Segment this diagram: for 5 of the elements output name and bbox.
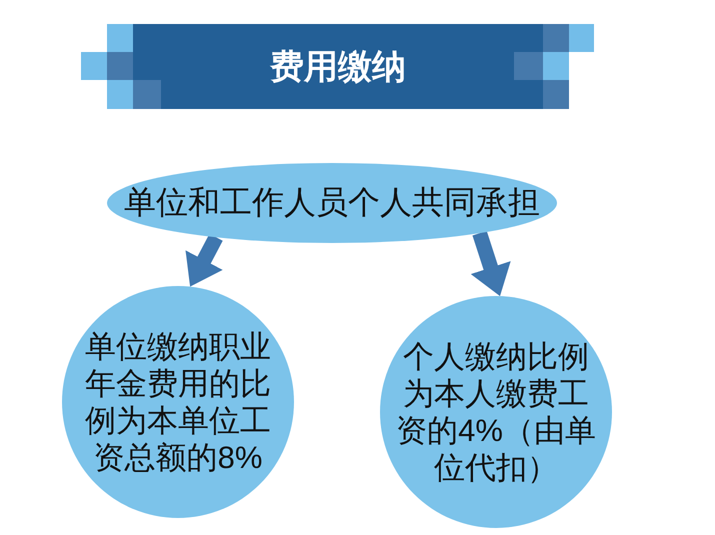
ellipse-node: 单位和工作人员个人共同承担	[107, 163, 557, 243]
arrow	[470, 230, 511, 298]
circle-node: 个人缴纳比例为本人缴费工资的4%（由单位代扣）	[380, 296, 612, 528]
title: 费用缴纳	[270, 46, 406, 88]
circle-node: 单位缴纳职业年金费用的比例为本单位工资总额的8%	[62, 286, 294, 518]
